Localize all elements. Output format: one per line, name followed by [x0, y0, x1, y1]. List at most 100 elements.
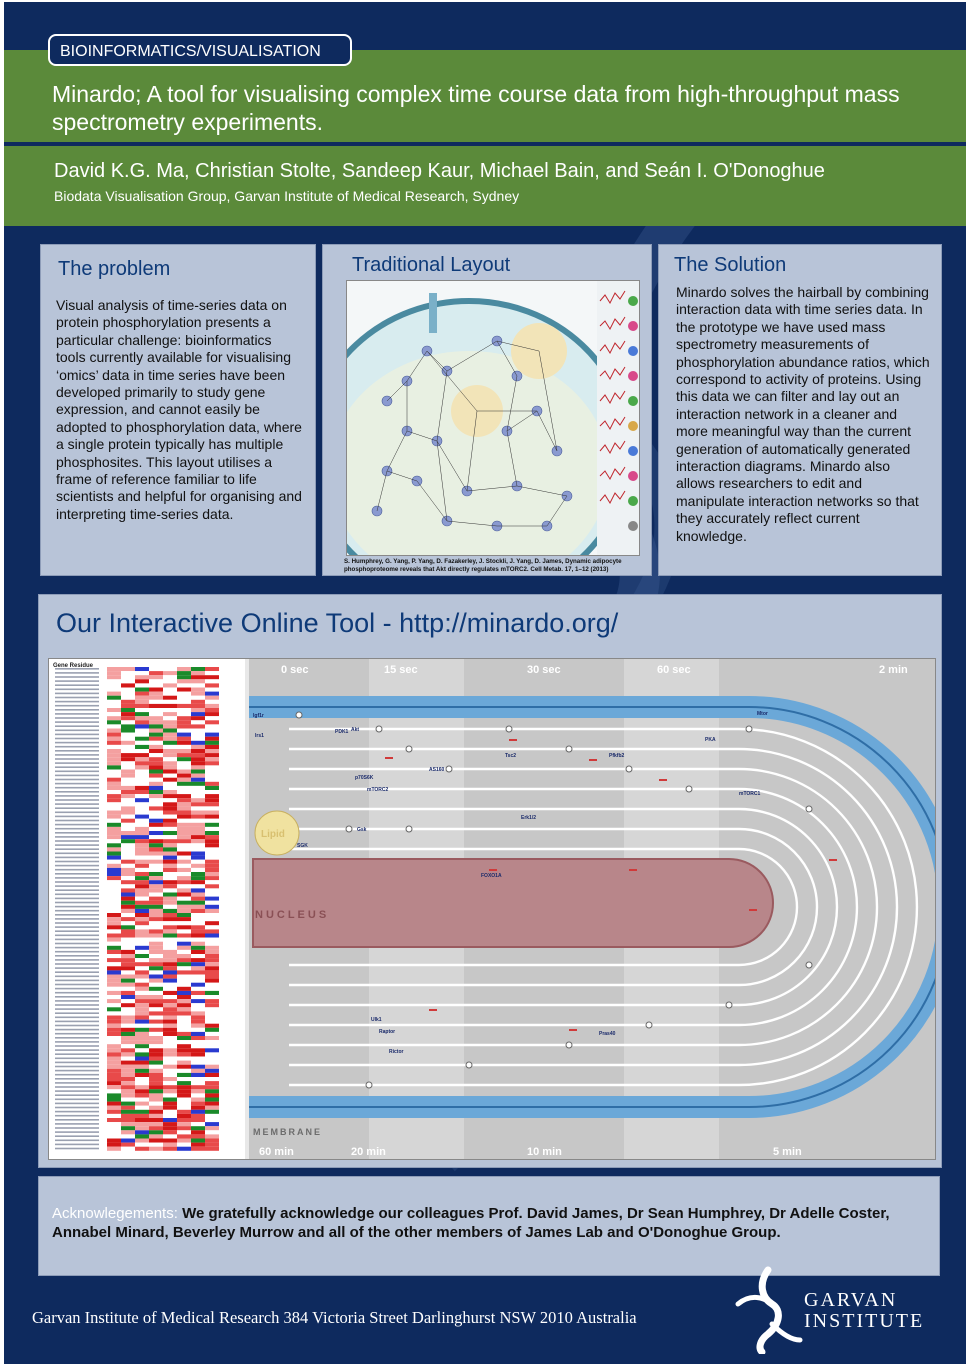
heatmap-row-label: [55, 668, 99, 670]
heatmap-cell: [149, 929, 163, 934]
heatmap-cell: [107, 851, 121, 856]
heatmap-cell: [107, 699, 121, 704]
heatmap-cell: [163, 986, 177, 991]
heatmap-cell: [177, 1109, 191, 1114]
heatmap-cell: [107, 855, 121, 860]
heatmap-cell: [149, 806, 163, 811]
heatmap-cell: [135, 847, 149, 852]
heatmap-cell: [149, 1064, 163, 1069]
heatmap-cell: [135, 695, 149, 700]
heatmap-cell: [191, 724, 205, 729]
heatmap-cell: [121, 925, 135, 930]
heatmap-cell: [191, 691, 205, 696]
heatmap-cell: [135, 1007, 149, 1012]
heatmap-cell: [177, 962, 191, 967]
heatmap-cell: [205, 798, 219, 803]
heatmap-cell: [177, 769, 191, 774]
heatmap-cell: [121, 826, 135, 831]
heatmap-cell: [121, 753, 135, 758]
heatmap-cell: [149, 1138, 163, 1143]
heatmap-cell: [135, 1118, 149, 1123]
solution-panel: [658, 244, 942, 576]
heatmap-cell: [205, 749, 219, 754]
heatmap-cell: [107, 1068, 121, 1073]
heatmap-cell: [177, 1048, 191, 1053]
heatmap-cell: [205, 1134, 219, 1139]
heatmap-cell: [135, 986, 149, 991]
heatmap-cell: [191, 1138, 205, 1143]
heatmap-cell: [205, 978, 219, 983]
heatmap-cell: [107, 781, 121, 786]
heatmap-cell: [107, 945, 121, 950]
heatmap-cell: [205, 945, 219, 950]
heatmap-cell: [149, 970, 163, 975]
heatmap-cell: [205, 831, 219, 836]
heatmap-cell: [121, 810, 135, 815]
heatmap-cell: [177, 785, 191, 790]
heatmap-cell: [135, 872, 149, 877]
heatmap-cell: [163, 913, 177, 918]
heatmap-header: Gene Residue: [53, 663, 94, 669]
heatmap-cell: [121, 978, 135, 983]
heatmap-row-label: [55, 922, 99, 924]
heatmap-cell: [107, 859, 121, 864]
tool-heading: Our Interactive Online Tool - http://min…: [56, 608, 619, 638]
heatmap-cell: [121, 773, 135, 778]
lipid-label: Lipid: [261, 829, 285, 840]
heatmap-cell: [149, 773, 163, 778]
heatmap-cell: [135, 1060, 149, 1065]
heatmap-row-label: [55, 1147, 99, 1150]
heatmap-cell: [163, 671, 177, 676]
heatmap-cell: [191, 687, 205, 692]
heatmap-cell: [135, 691, 149, 696]
heatmap-cell: [107, 900, 121, 905]
heatmap-cell: [177, 1027, 191, 1032]
heatmap-cell: [135, 732, 149, 737]
heatmap-cell: [149, 974, 163, 979]
heatmap-row-label: [55, 709, 99, 711]
heatmap-cell: [107, 831, 121, 836]
heatmap-cell: [163, 810, 177, 815]
heatmap-cell: [177, 1011, 191, 1016]
heatmap-row-label: [55, 774, 99, 777]
heatmap-cell: [177, 790, 191, 795]
heatmap-cell: [149, 1093, 163, 1098]
heatmap-cell: [107, 1056, 121, 1061]
heatmap-cell: [149, 892, 163, 897]
heatmap-cell: [177, 913, 191, 918]
heatmap-cell: [163, 949, 177, 954]
heatmap-cell: [149, 1105, 163, 1110]
heatmap-cell: [205, 818, 219, 823]
heatmap-row-label: [55, 844, 99, 846]
heatmap-cell: [163, 773, 177, 778]
heatmap-cell: [205, 855, 219, 860]
heatmap-cell: [163, 740, 177, 745]
heatmap-cell: [107, 863, 121, 868]
heatmap-cell: [191, 831, 205, 836]
heatmap-cell: [177, 974, 191, 979]
heatmap-cell: [177, 949, 191, 954]
heatmap-cell: [205, 757, 219, 762]
heatmap-cell: [177, 876, 191, 881]
heatmap-cell: [135, 736, 149, 741]
heatmap-cell: [135, 1134, 149, 1139]
heatmap-cell: [135, 798, 149, 803]
heatmap-cell: [149, 990, 163, 995]
heatmap-cell: [177, 1130, 191, 1135]
heatmap-cell: [121, 757, 135, 762]
heatmap-cell: [177, 1077, 191, 1082]
heatmap-cell: [177, 863, 191, 868]
heatmap-cell: [205, 744, 219, 749]
heatmap-cell: [121, 995, 135, 1000]
heatmap-cell: [149, 880, 163, 885]
heatmap-cell: [107, 999, 121, 1004]
heatmap-cell: [163, 1072, 177, 1077]
heatmap-cell: [205, 863, 219, 868]
heatmap-cell: [135, 941, 149, 946]
heatmap-cell: [135, 699, 149, 704]
protein-label: Gsk: [357, 827, 367, 833]
heatmap-cell: [149, 667, 163, 672]
heatmap-cell: [177, 1019, 191, 1024]
heatmap-cell: [107, 712, 121, 717]
heatmap-cell: [177, 683, 191, 688]
